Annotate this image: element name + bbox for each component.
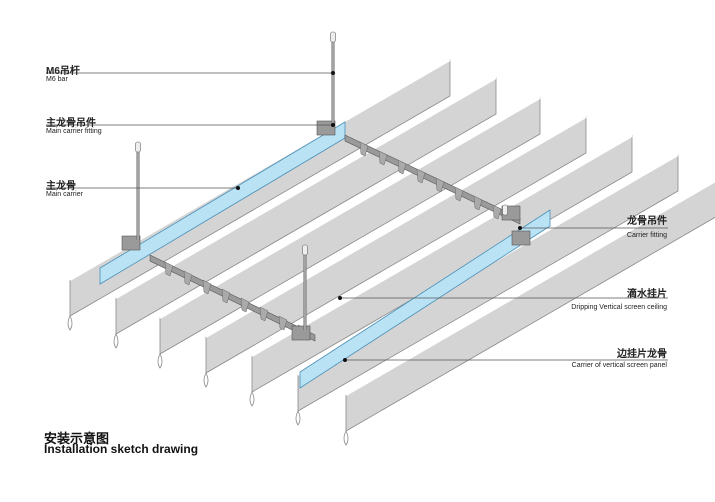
leader-lines bbox=[46, 71, 668, 362]
edge-carrier-bar bbox=[299, 209, 551, 389]
rod-tip bbox=[330, 31, 336, 43]
label-vertical-screen-carrier-zh: 边挂片龙骨 bbox=[617, 349, 667, 360]
label-main-carrier-fitting-zh: 主龙骨吊件 bbox=[46, 118, 96, 129]
carrier-tooth bbox=[278, 315, 288, 331]
carrier-fitting bbox=[291, 325, 311, 341]
rod-tip bbox=[302, 244, 308, 256]
carrier-tooth bbox=[183, 270, 193, 286]
carrier-tooth bbox=[397, 159, 407, 175]
carrier-tooth bbox=[221, 288, 231, 304]
leader-dot bbox=[518, 226, 522, 230]
label-m6-bar-zh: M6吊杆 bbox=[46, 66, 80, 77]
carrier-tooth bbox=[473, 195, 483, 211]
label-carrier-fitting-en: Carrier fitting bbox=[626, 232, 667, 239]
carrier-tooth bbox=[164, 261, 174, 277]
carrier-tooth bbox=[202, 279, 212, 295]
label-vertical-screen-carrier-en: Carrier of vertical screen panel bbox=[571, 362, 667, 369]
carrier-fitting bbox=[511, 230, 531, 246]
drip-edge bbox=[295, 410, 301, 426]
panel-top-edge bbox=[159, 97, 541, 319]
label-dripping-screen-en: Dripping Vertical screen ceiling bbox=[571, 304, 667, 311]
label-main-carrier-zh: 主龙骨 bbox=[46, 181, 76, 192]
drip-edge bbox=[157, 353, 163, 369]
m6-rods bbox=[135, 31, 508, 330]
carrier-tooth bbox=[259, 306, 269, 322]
leader-dot bbox=[338, 296, 342, 300]
carrier-tooth bbox=[359, 141, 369, 157]
label-main-carrier-en: Main carrier bbox=[46, 191, 83, 198]
label-m6-bar-en: M6 bar bbox=[46, 76, 68, 83]
carrier-tooth bbox=[435, 177, 445, 193]
leader-dot bbox=[343, 358, 347, 362]
drawing-title-en: Installation sketch drawing bbox=[44, 442, 199, 456]
label-main-carrier-fitting-en: Main carrier fitting bbox=[46, 128, 102, 135]
panel-top-edge bbox=[251, 135, 633, 357]
drip-edge bbox=[203, 372, 209, 388]
panel-top-edge bbox=[115, 77, 497, 299]
leader-dot bbox=[236, 186, 240, 190]
drawing-title-zh: 安装示意图 bbox=[44, 431, 110, 446]
carrier-tooth bbox=[378, 150, 388, 166]
rod-tip bbox=[502, 204, 508, 216]
rod-tip bbox=[135, 141, 141, 153]
carrier-tooth bbox=[240, 297, 250, 313]
drip-edge bbox=[343, 430, 349, 446]
label-dripping-screen-zh: 滴水挂片 bbox=[627, 289, 667, 300]
carrier-tooth bbox=[454, 186, 464, 202]
drip-edge bbox=[249, 391, 255, 407]
panel-top-edge bbox=[205, 116, 587, 338]
leader-dot bbox=[331, 71, 335, 75]
carrier-fitting bbox=[121, 235, 141, 251]
carrier-tooth bbox=[492, 204, 502, 220]
carrier-tooth bbox=[416, 168, 426, 184]
drip-edge bbox=[113, 333, 119, 349]
carrier-fitting bbox=[316, 120, 336, 136]
panel-top-edge bbox=[345, 180, 715, 396]
leader-dot bbox=[331, 123, 335, 127]
carriers bbox=[99, 120, 551, 389]
label-carrier-fitting-zh: 龙骨吊件 bbox=[627, 216, 667, 227]
vertical-screen-panels bbox=[67, 59, 715, 446]
drip-edge bbox=[67, 315, 73, 331]
